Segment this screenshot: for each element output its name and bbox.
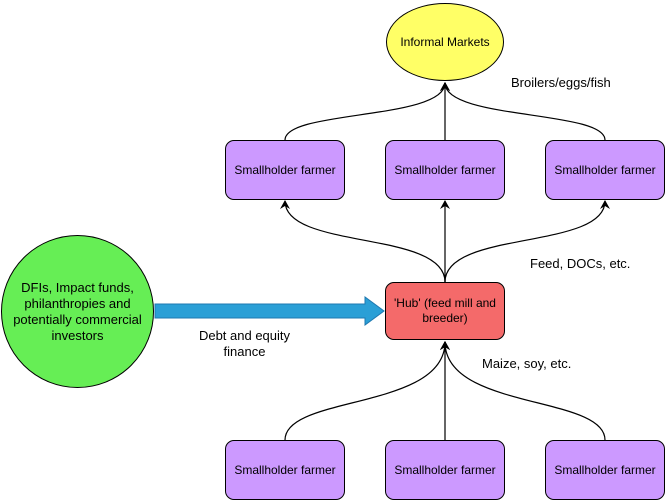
outputs-edge-label: Broilers/eggs/fish	[511, 75, 611, 90]
bottom-farmer-2-label: Smallholder farmer	[394, 463, 496, 477]
top-farmer-1-label: Smallholder farmer	[234, 163, 336, 177]
bottom-farmer-1-label: Smallholder farmer	[234, 463, 336, 477]
bottom-farmer-2-node: Smallholder farmer	[385, 440, 505, 500]
finance-arrow	[154, 296, 385, 326]
edge-bottom-farmer-1-to-hub	[284, 341, 450, 441]
bottom-farmer-1-node: Smallholder farmer	[225, 440, 345, 500]
investors-label: DFIs, Impact funds, philanthropies and p…	[13, 279, 142, 343]
edge-bottom-farmer-3-to-hub	[440, 341, 606, 441]
informal-markets-node: Informal Markets	[386, 3, 504, 81]
bottom-farmer-3-node: Smallholder farmer	[545, 440, 665, 500]
hub-label: 'Hub' (feed mill and breeder)	[394, 296, 496, 325]
edge-hub-to-top-farmer-3	[444, 200, 610, 283]
top-farmer-3-node: Smallholder farmer	[545, 140, 665, 200]
crops-edge-label: Maize, soy, etc.	[482, 356, 572, 371]
hub-node: 'Hub' (feed mill and breeder)	[385, 282, 505, 340]
edge-top-farmer-3-to-market	[440, 82, 606, 141]
finance-edge-label: Debt and equity finance	[198, 328, 291, 359]
edge-hub-to-top-farmer-1	[280, 200, 446, 283]
investors-node: DFIs, Impact funds, philanthropies and p…	[1, 235, 154, 388]
top-farmer-3-label: Smallholder farmer	[554, 163, 656, 177]
top-farmer-1-node: Smallholder farmer	[225, 140, 345, 200]
informal-markets-label: Informal Markets	[400, 35, 490, 49]
feed-edge-label: Feed, DOCs, etc.	[530, 256, 631, 271]
top-farmer-2-label: Smallholder farmer	[394, 163, 496, 177]
bottom-farmer-3-label: Smallholder farmer	[554, 463, 656, 477]
edge-top-farmer-1-to-market	[284, 82, 450, 141]
top-farmer-2-node: Smallholder farmer	[385, 140, 505, 200]
